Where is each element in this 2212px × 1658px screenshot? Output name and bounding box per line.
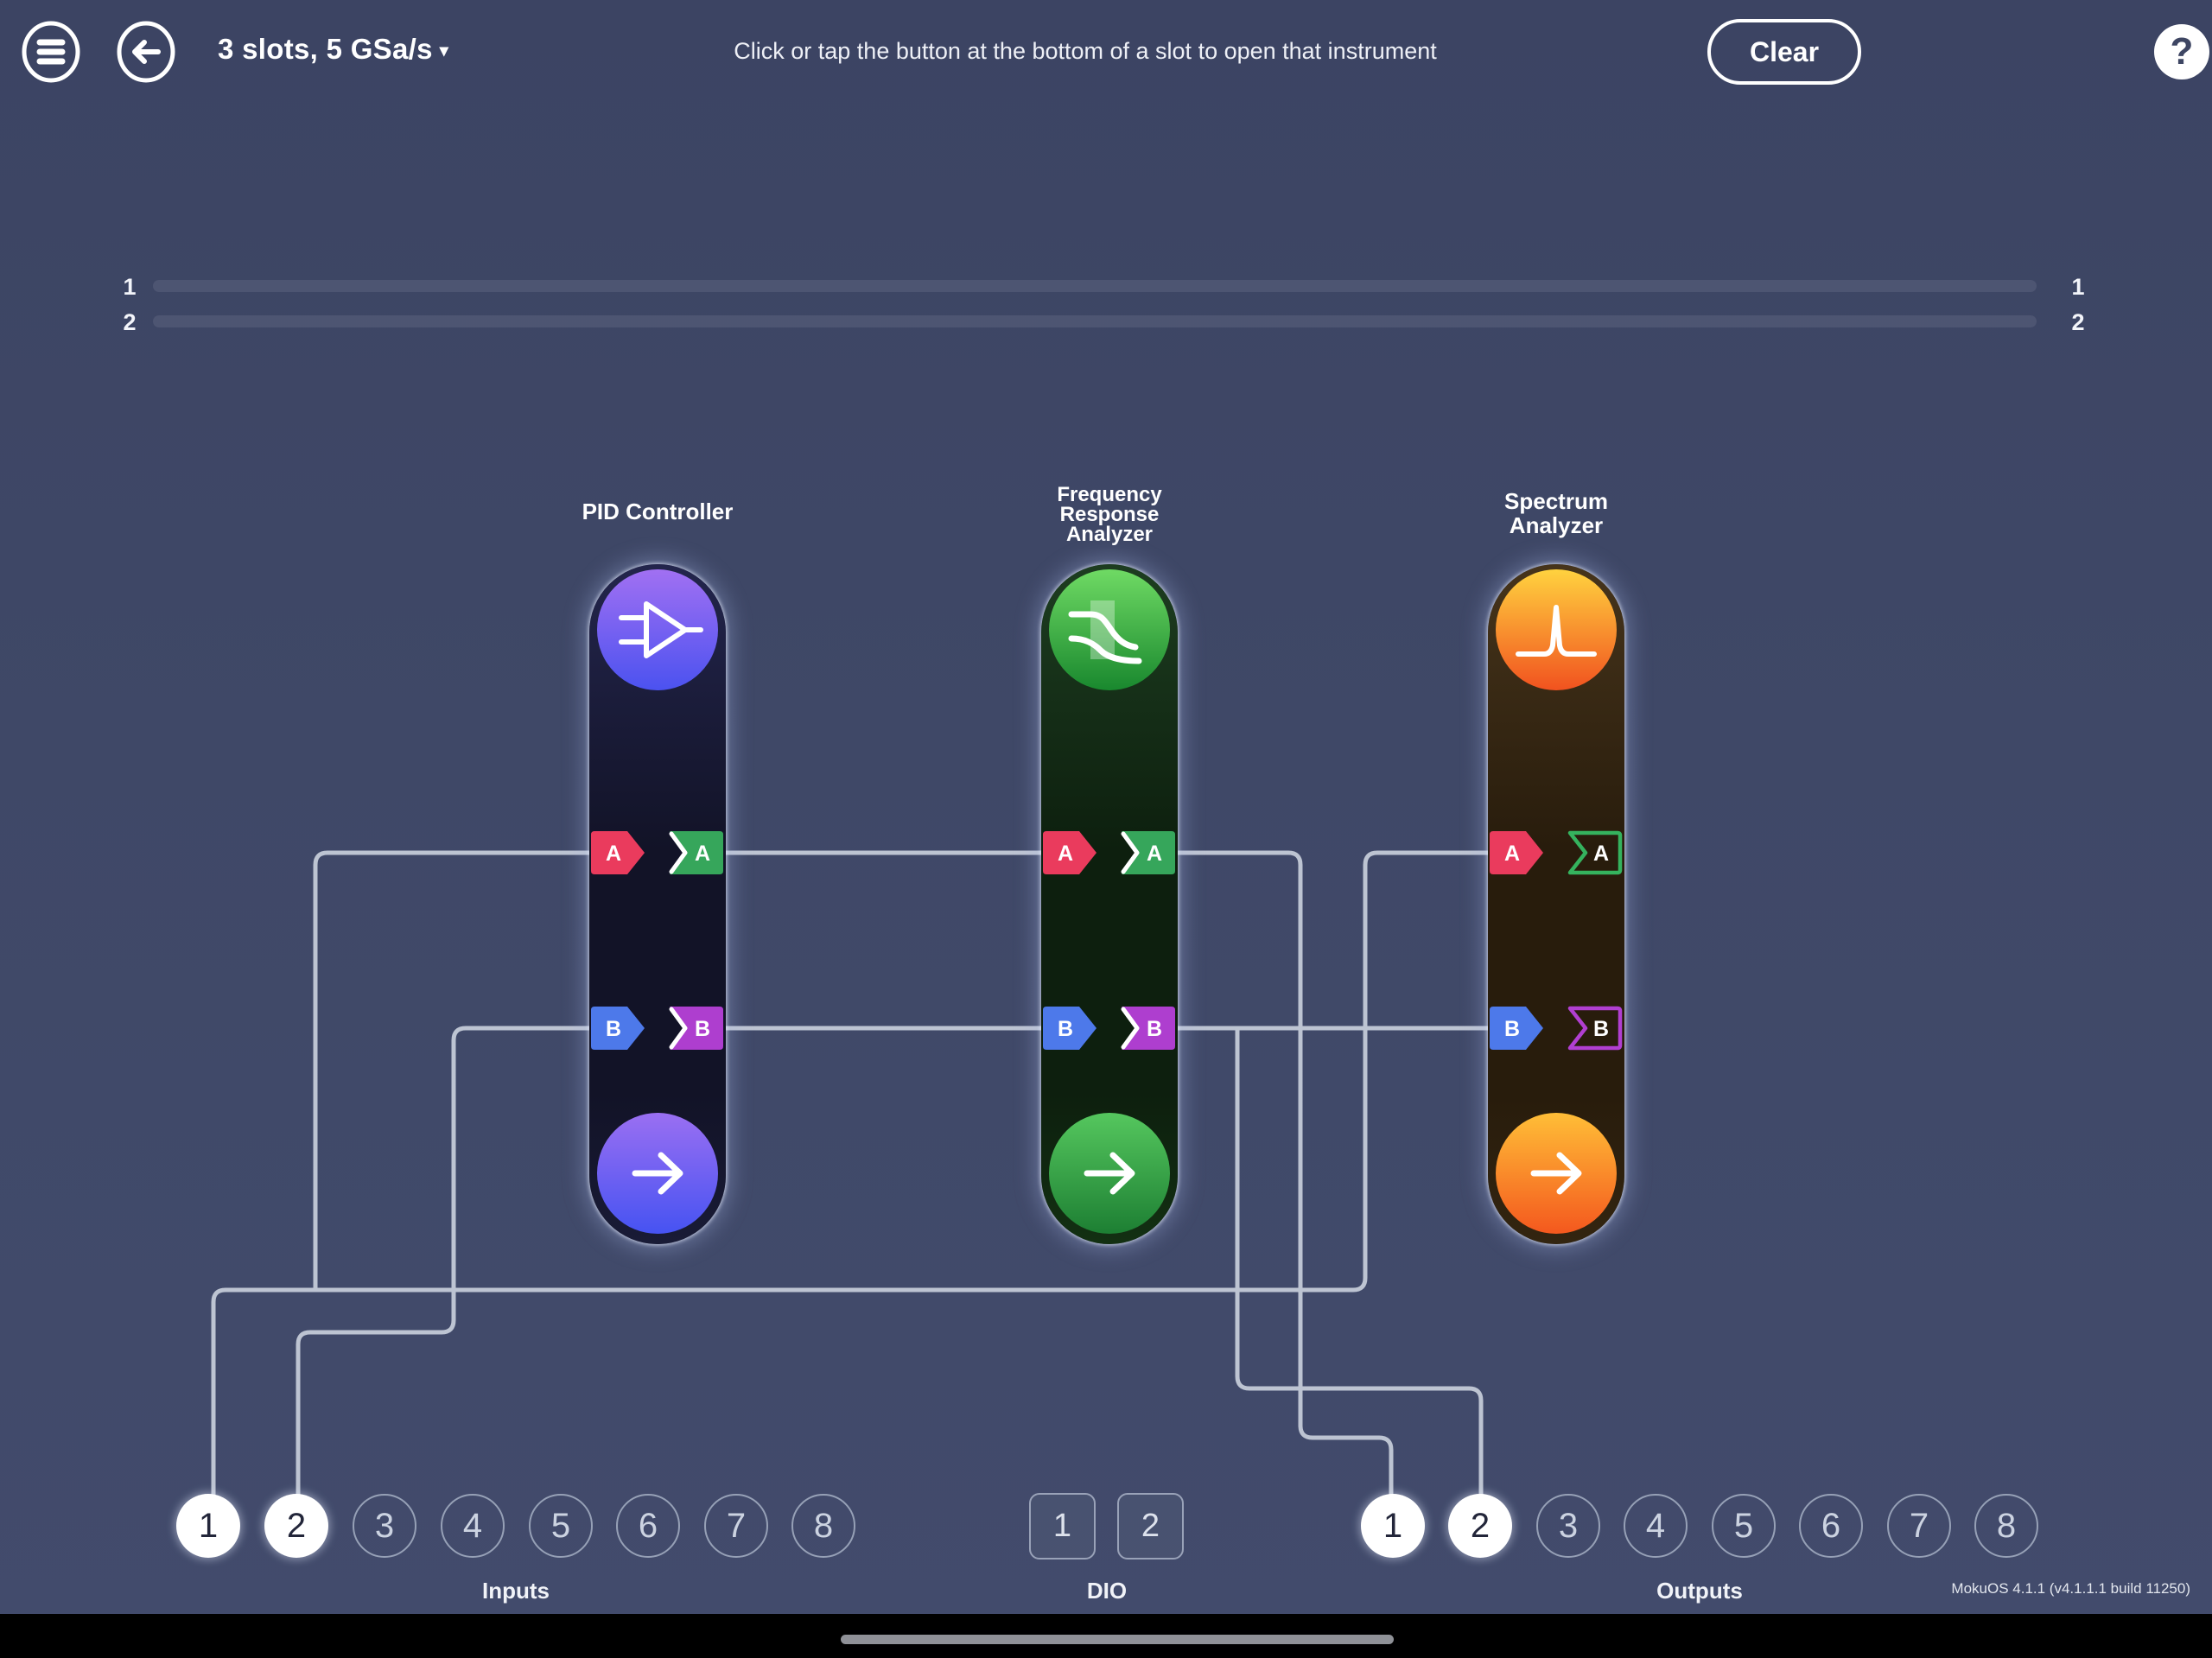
svg-text:A: A [1504,842,1520,866]
question-mark-icon: ? [2170,30,2194,73]
output-8-port[interactable]: 8 [1974,1494,2038,1558]
output-5-port[interactable]: 5 [1712,1494,1776,1558]
slot2-title: Frequency Response Analyzer [1057,483,1162,546]
clear-button[interactable]: Clear [1707,19,1861,85]
help-button[interactable]: ? [2154,24,2209,79]
wire-input2-to-pid-in-b [296,1026,607,1500]
slot-config-selector[interactable]: 3 slots, 5 GSa/s ▾ [218,33,448,66]
input-3-port[interactable]: 3 [353,1494,416,1558]
wire-pid-out-a-fra-output1 [716,850,1394,1500]
slot2-input-b-connector[interactable]: B [1042,1006,1097,1051]
menu-button[interactable] [19,20,83,84]
wire-input1-to-sa-in-a [211,850,1494,1500]
clear-button-label: Clear [1749,35,1820,67]
slot1-open-instrument-button[interactable] [597,1113,718,1234]
slot2-open-instrument-button[interactable] [1049,1113,1170,1234]
input-7-port[interactable]: 7 [704,1494,768,1558]
slot1-input-b-connector[interactable]: B [590,1006,645,1051]
spectrum-analyzer-icon [1496,569,1617,690]
dio-label: DIO [1086,1578,1128,1604]
arrow-right-icon [1530,1152,1582,1195]
os-version-text: MokuOS 4.1.1 (v4.1.1.1 build 11250) [1951,1580,2190,1597]
slot1-input-a-connector[interactable]: A [590,830,645,875]
instruction-text: Click or tap the button at the bottom of… [734,38,1437,64]
svg-text:B: B [1147,1017,1162,1041]
slot3-input-b-connector[interactable]: B [1489,1006,1544,1051]
back-button[interactable] [114,20,178,84]
hamburger-icon [22,21,80,83]
output-2-port[interactable]: 2 [1448,1494,1512,1558]
slot2-output-a-connector[interactable]: A [1121,830,1176,875]
svg-text:B: B [695,1017,710,1041]
svg-text:A: A [695,842,710,866]
bus-line-2-left-label: 2 [123,309,137,335]
svg-text:B: B [606,1017,621,1041]
slot1-output-a-connector[interactable]: A [669,830,724,875]
slot3-output-b-connector[interactable]: B [1567,1006,1623,1051]
frequency-response-analyzer-icon [1049,569,1170,690]
home-indicator[interactable] [841,1635,1394,1644]
svg-text:B: B [1504,1017,1520,1041]
output-3-port[interactable]: 3 [1536,1494,1600,1558]
outputs-label: Outputs [1656,1578,1743,1604]
arrow-right-icon [632,1152,683,1195]
bus-line-1-right-label: 1 [2071,274,2085,300]
svg-text:A: A [606,842,621,866]
inputs-label: Inputs [482,1578,550,1604]
slot3-input-a-connector[interactable]: A [1489,830,1544,875]
svg-text:B: B [1593,1017,1609,1041]
slot3-open-instrument-button[interactable] [1496,1113,1617,1234]
slot2-input-a-connector[interactable]: A [1042,830,1097,875]
output-1-port[interactable]: 1 [1361,1494,1425,1558]
svg-text:B: B [1058,1017,1073,1041]
bus-line-1[interactable] [153,280,2037,292]
back-arrow-icon [117,21,175,83]
bus-line-1-left-label: 1 [123,274,137,300]
input-1-port[interactable]: 1 [176,1494,240,1558]
arrow-right-icon [1084,1152,1135,1195]
output-7-port[interactable]: 7 [1887,1494,1951,1558]
slot2-output-b-connector[interactable]: B [1121,1006,1176,1051]
slot1-title: PID Controller [582,499,734,524]
input-6-port[interactable]: 6 [616,1494,680,1558]
wire-fra-out-b-to-output2 [1235,1026,1484,1500]
svg-text:A: A [1593,842,1609,866]
slot-config-label: 3 slots, 5 GSa/s [218,33,433,65]
slot-2-frequency-response-analyzer: A A B B [1041,564,1178,1244]
output-6-port[interactable]: 6 [1799,1494,1863,1558]
dio-2-port[interactable]: 2 [1117,1493,1184,1560]
slot3-title: Spectrum Analyzer [1504,488,1608,538]
input-2-port[interactable]: 2 [264,1494,328,1558]
bus-line-2[interactable] [153,315,2037,327]
chevron-down-icon: ▾ [439,41,449,60]
system-bottom-bar [0,1614,2212,1658]
bus-line-2-right-label: 2 [2071,309,2085,335]
svg-text:A: A [1058,842,1073,866]
input-5-port[interactable]: 5 [529,1494,593,1558]
output-4-port[interactable]: 4 [1624,1494,1688,1558]
slot-3-spectrum-analyzer: A A B B [1488,564,1624,1244]
svg-text:A: A [1147,842,1162,866]
slot3-output-a-connector[interactable]: A [1567,830,1623,875]
slot-1-pid-controller: A A B B [589,564,726,1244]
pid-controller-icon [597,569,718,690]
slot1-output-b-connector[interactable]: B [669,1006,724,1051]
wire-branch-to-pid-in-a [313,850,607,1293]
dio-1-port[interactable]: 1 [1029,1493,1096,1560]
input-4-port[interactable]: 4 [441,1494,505,1558]
input-8-port[interactable]: 8 [791,1494,855,1558]
